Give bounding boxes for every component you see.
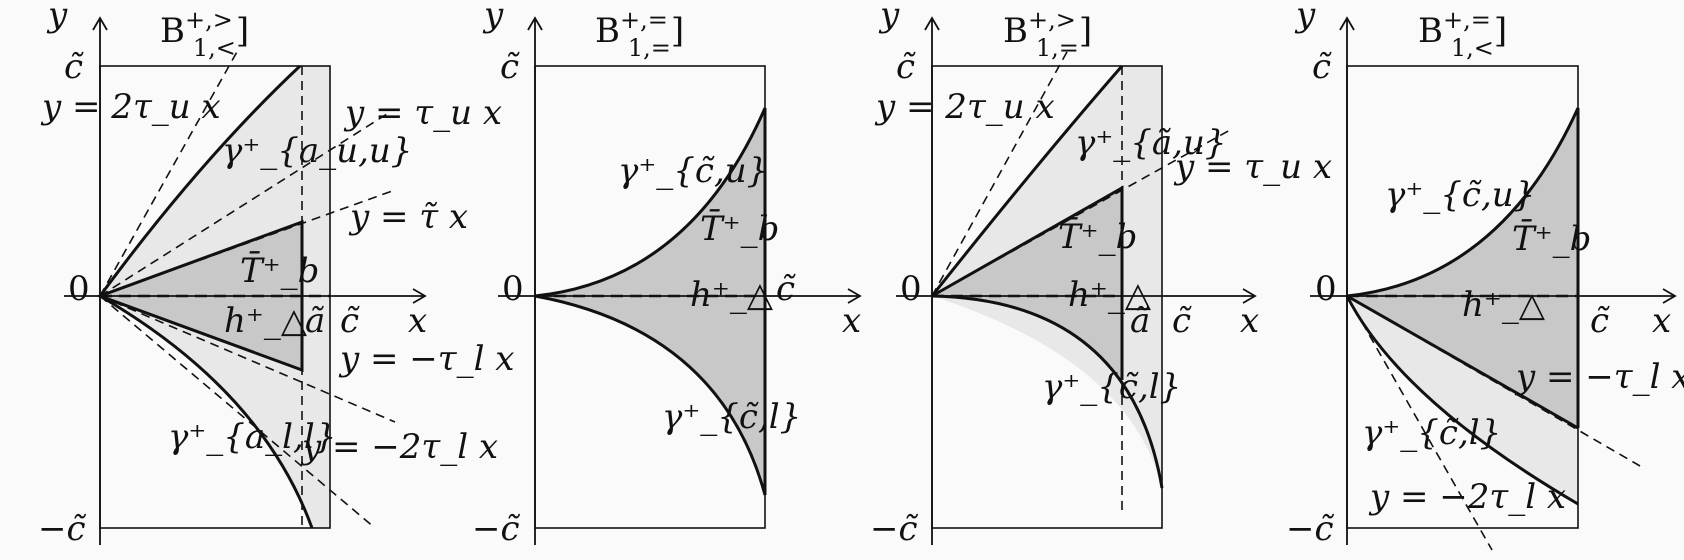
panel-3-h-delta-label: h⁺_△ — [1068, 275, 1152, 315]
panel-4-light-region — [1347, 296, 1578, 504]
panel-4-line-neg-2tau-l — [1346, 295, 1493, 551]
panel-2-h-delta-label: h⁺_△ — [690, 275, 774, 315]
panel-3-label-2tau-u: y = 2τ_u x — [874, 87, 1055, 127]
panel-2-gamma-upper-curve — [534, 107, 767, 298]
panel-2-y-label: y — [482, 0, 504, 35]
panel-3-gamma-lower-label: γ⁺_{c̃,l} — [1042, 367, 1181, 407]
panel-2-c-tick: c̃ — [776, 269, 797, 309]
panel-3-label-tau-u: y = τ_u x — [1173, 147, 1332, 187]
panel-3-T-b-label: T̄⁺_b — [1058, 216, 1137, 257]
panel-1-gamma-upper-label: γ⁺_{a_u,u} — [222, 131, 412, 171]
panel-4-gamma-upper-label: γ⁺_{c̃,u} — [1385, 175, 1535, 215]
panel-1-line-tau-u — [99, 111, 391, 297]
panel-1-label-neg-2tau-l: y = −2τ_l x — [300, 427, 498, 467]
panel-1-c-top: c̃ — [64, 47, 85, 87]
panel-2: B+,=1,=] y x 0 c̃ −c̃ c̃ γ⁺_{c̃,u} γ⁺_{c… — [472, 0, 862, 549]
panel-3-origin: 0 — [900, 269, 922, 309]
panel-1-x-arrow — [412, 288, 427, 304]
panel-3-title: B+,>1,=] — [1003, 6, 1092, 62]
panel-3-x-arrow — [1242, 288, 1257, 304]
panel-4-gamma-lower-label: γ⁺_{c̃,l} — [1362, 413, 1501, 453]
panel-3-c-tick: c̃ — [1172, 301, 1193, 341]
panel-3-gamma-upper-curve — [930, 65, 1124, 297]
panel-1-triangle-edges — [95, 219, 304, 373]
panel-3-gamma-upper-label: γ⁺_{ã,u} — [1075, 123, 1227, 163]
panel-3-y-arrow — [924, 16, 940, 31]
panel-1-x-label: x — [408, 301, 427, 341]
panel-4-T-b-label: T̄⁺_b — [1512, 218, 1591, 259]
panel-4-y-label: y — [1294, 0, 1316, 35]
panel-3-shaded-region — [932, 188, 1122, 380]
panel-3-y-label: y — [878, 0, 900, 35]
panel-1-h-delta-label: h⁺_△ — [224, 301, 308, 341]
panel-2-x-label: x — [842, 301, 861, 341]
panel-3-shaded-edges — [931, 185, 1124, 380]
panel-4-neg-tau-l-segment — [1346, 294, 1579, 430]
panel-1-label-tilde-tau: y = τ̃ x — [348, 197, 468, 237]
panel-3-gamma-lower-curve — [931, 294, 1164, 489]
panel-4-x-label: x — [1652, 301, 1671, 341]
panel-3-a-tick: ã — [1130, 301, 1150, 341]
panel-1-origin: 0 — [68, 269, 90, 309]
panel-1-gamma-upper-curve — [98, 64, 302, 297]
panel-2-origin: 0 — [502, 269, 524, 309]
panel-2-title: B+,=1,=] — [595, 6, 684, 62]
panel-2-c-top: c̃ — [500, 47, 521, 87]
panel-4: B+,=1,<] y x 0 c̃ −c̃ c̃ y = −τ_l x y = … — [1286, 0, 1684, 551]
panel-1: B+,>1,<] y x 0 c̃ −c̃ ã c̃ y = 2τ_u x y … — [38, 0, 514, 549]
panel-2-gamma-upper-label: γ⁺_{c̃,u} — [618, 151, 768, 191]
panel-4-c-tick: c̃ — [1590, 301, 1611, 341]
panel-2-T-b-label: T̄⁺_b — [700, 208, 779, 249]
panel-4-x-arrow — [1662, 288, 1677, 304]
panel-1-label-tau-u: y = τ_u x — [343, 93, 502, 133]
panel-1-line-neg-tau-l — [99, 295, 396, 423]
panel-1-y-label: y — [46, 0, 68, 35]
panel-4-label-neg-2tau-l: y = −2τ_l x — [1368, 477, 1566, 517]
panel-2-x-arrow — [847, 288, 862, 304]
panel-2-gamma-lower-curve — [534, 294, 767, 496]
panel-4-y-arrow — [1339, 16, 1355, 31]
panel-4-title: B+,=1,<] — [1418, 6, 1507, 62]
panel-1-gamma-lower-curve — [99, 294, 314, 529]
panel-1-a-tick: ã — [305, 301, 325, 341]
panel-4-h-delta-label: h⁺_△ — [1462, 285, 1546, 325]
panel-4-origin: 0 — [1315, 269, 1337, 309]
panel-1-c-tick: c̃ — [340, 301, 361, 341]
panel-3-c-top: c̃ — [896, 47, 917, 87]
panel-4-c-bottom: −c̃ — [1286, 509, 1335, 549]
panel-4-shaded-region — [1347, 108, 1578, 428]
panel-1-T-b-label: T̄⁺_b — [240, 250, 319, 291]
panel-1-line-2tau-u — [99, 49, 239, 297]
panel-4-gamma-lower-curve — [1345, 295, 1579, 506]
panel-2-y-arrow — [527, 16, 543, 31]
panel-3-x-label: x — [1240, 301, 1259, 341]
panel-4-label-neg-tau-l: y = −τ_l x — [1514, 357, 1684, 397]
panel-1-title: B+,>1,<] — [160, 6, 249, 62]
panel-3-c-bottom: −c̃ — [870, 509, 919, 549]
panel-1-label-neg-tau-l: y = −τ_l x — [338, 339, 514, 379]
panel-1-label-2tau-u: y = 2τ_u x — [40, 87, 221, 127]
panel-3: B+,>1,=] y x 0 c̃ −c̃ ã c̃ y = 2τ_u x y … — [870, 0, 1332, 549]
panel-1-y-arrow — [92, 16, 108, 31]
panel-1-gamma-lower-label: γ⁺_{a_l,l} — [168, 417, 336, 457]
panel-4-gamma-upper-curve — [1346, 107, 1580, 298]
panel-1-c-bottom: −c̃ — [38, 509, 87, 549]
panel-4-c-top: c̃ — [1312, 47, 1333, 87]
panel-3-line-2tau-u — [931, 49, 1069, 297]
panel-2-gamma-lower-label: γ⁺_{c̃,l} — [662, 397, 801, 437]
panel-2-c-bottom: −c̃ — [472, 509, 521, 549]
